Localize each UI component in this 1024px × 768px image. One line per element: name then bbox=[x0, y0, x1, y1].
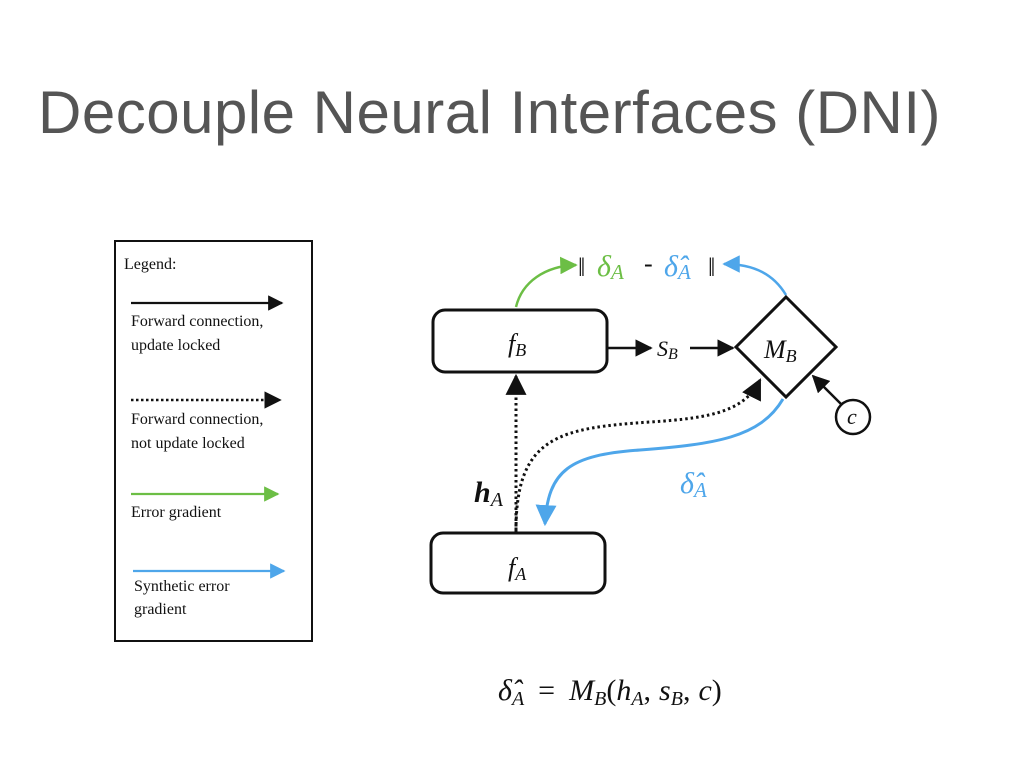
formula: δ̂A=MB(hA,sB,c) bbox=[498, 674, 722, 710]
legend-heading: Legend: bbox=[124, 256, 176, 273]
legend-item-synthetic-line2: gradient bbox=[134, 601, 187, 618]
sb-sub: B bbox=[668, 346, 678, 363]
fb-label: fB bbox=[508, 329, 526, 360]
legend-item-forward-locked-line2: update locked bbox=[131, 337, 220, 354]
ha-label: hA bbox=[474, 476, 504, 511]
delta-a: δA bbox=[597, 250, 624, 284]
formula-eq: = bbox=[538, 674, 555, 707]
synthetic-gradient-arrow bbox=[535, 398, 785, 527]
mb-symbol: M bbox=[763, 335, 787, 364]
formula-fn-sub: B bbox=[594, 688, 606, 710]
fa-sub: A bbox=[514, 564, 527, 584]
legend-item-forward-locked-line1: Forward connection, bbox=[131, 313, 263, 330]
ha-symbol: h bbox=[474, 476, 491, 509]
formula-fn: M bbox=[568, 674, 596, 707]
minus-sign: - bbox=[644, 249, 653, 278]
formula-arg2: s bbox=[659, 674, 671, 707]
formula-open: ( bbox=[606, 674, 616, 707]
fb-symbol: f bbox=[508, 329, 519, 358]
formula-arg1: h bbox=[616, 674, 631, 707]
legend-item-forward-unlocked-line1: Forward connection, bbox=[131, 411, 263, 428]
formula-lhs-sub: A bbox=[510, 688, 525, 710]
formula-arg3: c bbox=[698, 674, 711, 707]
legend: Legend: Forward connection, update locke… bbox=[114, 240, 313, 642]
synthetic-gradient-sub: A bbox=[692, 478, 707, 502]
slide-title: Decouple Neural Interfaces (DNI) bbox=[38, 79, 942, 146]
error-gradient-arrow bbox=[514, 256, 578, 308]
c-to-mb-arrow bbox=[811, 374, 843, 406]
formula-comma2: , bbox=[683, 674, 691, 707]
ha-sub: A bbox=[489, 489, 504, 511]
fa-module-box bbox=[429, 531, 607, 595]
fb-sub: B bbox=[515, 340, 526, 360]
formula-close: ) bbox=[712, 674, 722, 707]
norm-open: ‖ bbox=[578, 253, 585, 282]
legend-item-synthetic-line1: Synthetic error bbox=[134, 578, 230, 595]
delta-a-sub: A bbox=[609, 260, 624, 284]
synthetic-gradient-label: δ̂A bbox=[680, 467, 707, 502]
mb-label: MB bbox=[763, 335, 797, 366]
delta-a-symbol: δ bbox=[597, 250, 612, 283]
mb-sub: B bbox=[786, 346, 797, 366]
context-c-label: c bbox=[847, 404, 857, 429]
fa-label: fA bbox=[508, 553, 527, 584]
sb-symbol: S bbox=[657, 336, 668, 361]
formula-arg2-sub: B bbox=[671, 688, 683, 710]
delta-hat-a-sub: A bbox=[676, 260, 691, 284]
delta-hat-a: δ̂A bbox=[664, 250, 691, 284]
fa-symbol: f bbox=[508, 553, 519, 582]
synthetic-to-norm-arrow bbox=[722, 255, 788, 296]
norm-close: ‖ bbox=[708, 253, 715, 282]
ha-to-mb-dotted-arrow bbox=[514, 378, 762, 531]
sb-label: SB bbox=[657, 336, 678, 363]
context-c-node bbox=[834, 398, 872, 436]
legend-item-forward-unlocked-line2: not update locked bbox=[131, 435, 245, 452]
formula-arg1-sub: A bbox=[629, 688, 644, 710]
mb-synthetic-model-diamond bbox=[733, 294, 839, 400]
formula-comma1: , bbox=[644, 674, 652, 707]
fb-module-box bbox=[431, 308, 609, 374]
loss-norm-expression: ‖ δA - δ̂A ‖ bbox=[578, 249, 715, 284]
legend-item-error-gradient-line1: Error gradient bbox=[131, 504, 222, 521]
